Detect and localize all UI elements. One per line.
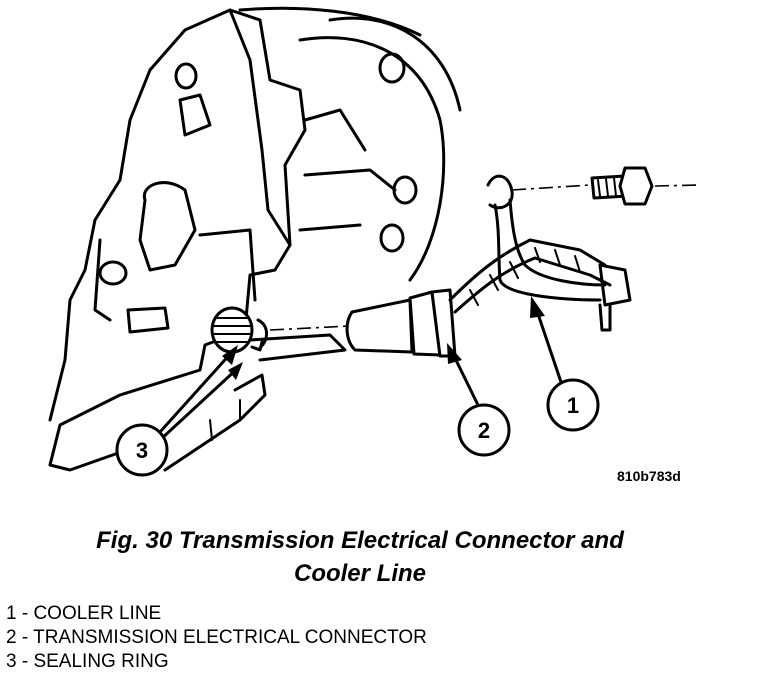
leader-lines bbox=[158, 296, 564, 442]
transmission-housing bbox=[48, 6, 462, 472]
caption-line-1: Fig. 30 Transmission Electrical Connecto… bbox=[96, 527, 624, 554]
technical-illustration: 1 2 3 bbox=[48, 6, 701, 477]
legend-item-1: 1 - COOLER LINE bbox=[6, 603, 162, 624]
legend-item-3: 3 - SEALING RING bbox=[6, 651, 169, 672]
callout-2: 2 bbox=[457, 403, 511, 457]
sealing-ring bbox=[210, 306, 268, 354]
callout-2-label: 2 bbox=[478, 418, 490, 443]
callout-1-label: 1 bbox=[567, 393, 579, 418]
figure-caption: Fig. 30 Transmission Electrical Connecto… bbox=[0, 524, 720, 590]
callout-3: 3 bbox=[115, 423, 169, 477]
cooler-line bbox=[486, 166, 701, 332]
electrical-connector bbox=[269, 238, 612, 358]
callout-1: 1 bbox=[546, 378, 600, 432]
caption-line-2: Cooler Line bbox=[293, 560, 426, 587]
parts-legend: 1 - COOLER LINE 2 - TRANSMISSION ELECTRI… bbox=[6, 602, 427, 674]
legend-item-2: 2 - TRANSMISSION ELECTRICAL CONNECTOR bbox=[6, 627, 427, 648]
figure-reference-code: 810b783d bbox=[617, 468, 681, 484]
callout-3-label: 3 bbox=[136, 438, 148, 463]
